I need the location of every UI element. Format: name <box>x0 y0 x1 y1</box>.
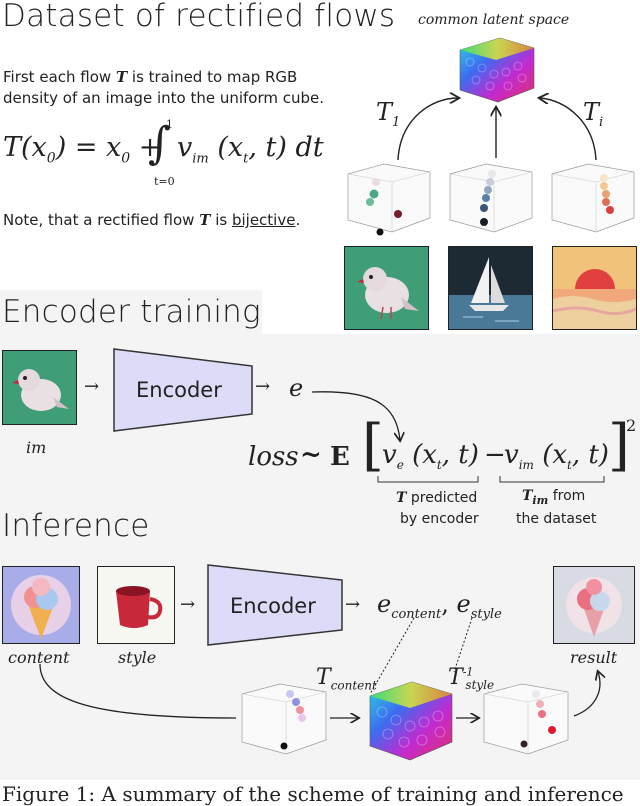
scatter-plot-boat <box>449 163 533 233</box>
note-from-dataset: Tim from <box>522 488 586 507</box>
section-title-inference: Inference <box>2 508 150 544</box>
encoder-label-training: Encoder <box>136 378 222 402</box>
image-sunset <box>552 246 637 330</box>
im-label: im <box>26 438 47 457</box>
latent-space-label: common latent space <box>418 12 570 28</box>
image-content <box>2 566 80 644</box>
image-style <box>97 566 175 644</box>
arrow-encoder-to-e: → <box>255 376 271 397</box>
note-by-encoder: by encoder <box>400 511 479 527</box>
section-title-dataset: Dataset of rectified flows <box>2 0 396 34</box>
image-bird-input <box>2 350 77 425</box>
loss-word: loss <box>248 442 299 472</box>
note-predicted: T predicted <box>396 490 478 506</box>
image-bird <box>344 246 429 330</box>
encoder-trapezoid-inference <box>207 564 343 646</box>
embeddings-label: econtent, estyle <box>377 590 502 622</box>
T1-label: T1 <box>376 98 401 130</box>
loss-term-dataset: vim (xt, t) <box>504 440 609 473</box>
flow-integrand: vim (xt, t) dt <box>177 132 324 167</box>
latent-cube <box>459 37 535 103</box>
scatter-plot-bird <box>347 163 431 236</box>
section-bg-inference <box>0 505 262 547</box>
loss-minus: − <box>484 440 506 470</box>
image-result <box>553 566 635 644</box>
encoder-trapezoid-training <box>113 348 253 432</box>
style-label: style <box>118 648 157 667</box>
loss-square: 2 <box>626 416 637 435</box>
scatter-plot-content <box>241 683 327 755</box>
note-bijective: Note, that a rectified flow T is bijecti… <box>3 211 301 229</box>
image-boat <box>448 246 533 330</box>
loss-term-encoder: ve (xt, t) <box>382 440 479 473</box>
figure-caption: Figure 1: A summary of the scheme of tra… <box>2 782 624 806</box>
loss-tilde: ~ <box>300 440 322 470</box>
integral-sign: ∫ <box>148 118 171 169</box>
result-label: result <box>570 648 618 667</box>
scatter-plot-result <box>483 683 569 755</box>
T-content-label: Tcontent <box>316 665 377 693</box>
arrow-style-to-encoder: → <box>180 594 196 615</box>
arrow-encoder-to-embeddings: → <box>345 594 361 615</box>
integral-upper: 1 <box>166 118 173 131</box>
latent-cube-inference <box>369 681 453 761</box>
note-the-dataset: the dataset <box>516 511 597 527</box>
desc-line2: density of an image into the uniform cub… <box>3 89 325 107</box>
bracket-right: ] <box>608 413 630 478</box>
loss-expectation: E <box>330 442 350 472</box>
content-label: content <box>8 648 70 667</box>
scatter-plot-sunset <box>551 163 635 233</box>
Ti-label: Ti <box>583 98 604 130</box>
e-label: e <box>289 374 304 402</box>
section-bg-encoder-training <box>0 290 262 334</box>
flow-formula: T(x0) = x0 + <box>3 132 162 167</box>
desc-line1: First each flow T is trained to map RGB <box>3 68 298 86</box>
arrow-im-to-encoder: → <box>84 376 100 397</box>
bracket-left: [ <box>362 413 384 478</box>
encoder-label-inference: Encoder <box>230 594 316 618</box>
integral-lower: t=0 <box>154 175 175 188</box>
section-title-encoder-training: Encoder training <box>2 294 261 330</box>
T-style-inverse-label: T-1style <box>448 665 495 693</box>
